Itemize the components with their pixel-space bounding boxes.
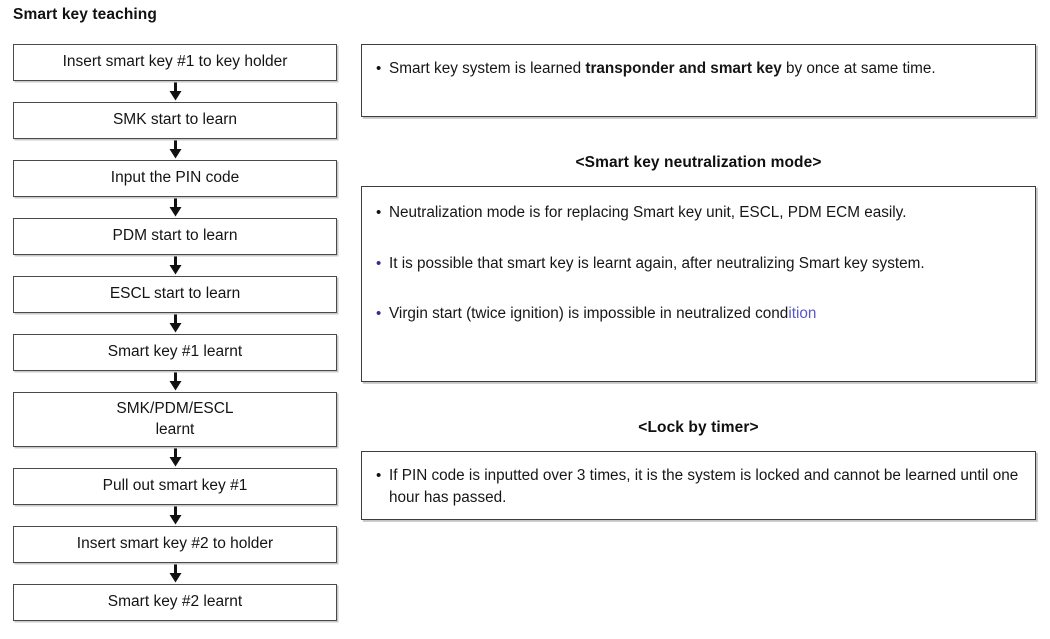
text-segment-before-bold: Smart key system is learned (389, 60, 586, 77)
down-arrow-icon (13, 81, 337, 102)
flow-box-smk-start-to-learn: SMK start to learn (13, 102, 337, 139)
down-arrow-icon (13, 139, 337, 160)
note-box-neutralization-mode: • Neutralization mode is for replacing S… (361, 186, 1036, 382)
bullet-dot-icon: • (376, 204, 382, 221)
flow-step: SMK start to learn (13, 102, 337, 139)
bullet-dot-icon: • (376, 467, 382, 484)
flow-box-insert-smart-key-1: Insert smart key #1 to key holder (13, 44, 337, 81)
text-segment-after-bold: by once at same time. (781, 60, 936, 77)
bullet-item: • Virgin start (twice ignition) is impos… (376, 303, 1019, 325)
flow-step: PDM start to learn (13, 218, 337, 255)
flow-step: Insert smart key #1 to key holder (13, 44, 337, 81)
flow-box-smart-key-1-learnt: Smart key #1 learnt (13, 334, 337, 371)
text-segment-accent: ition (788, 305, 817, 323)
flow-step: Input the PIN code (13, 160, 337, 197)
bullet-item: • If PIN code is inputted over 3 times, … (376, 465, 1019, 508)
section-heading-lock-by-timer: <Lock by timer> (638, 419, 759, 436)
flow-step: Insert smart key #2 to holder (13, 526, 337, 563)
notes-column: • Smart key system is learned transponde… (361, 44, 1036, 520)
bullet-dot-icon: • (376, 60, 382, 77)
flow-box-input-the-pin-code: Input the PIN code (13, 160, 337, 197)
flow-step: SMK/PDM/ESCL learnt (13, 392, 337, 447)
down-arrow-icon (13, 563, 337, 584)
flow-box-escl-start-to-learn: ESCL start to learn (13, 276, 337, 313)
text-segment-bold: transponder and smart key (585, 60, 782, 77)
flow-step: Smart key #2 learnt (13, 584, 337, 621)
down-arrow-icon (13, 255, 337, 276)
flow-step: Pull out smart key #1 (13, 468, 337, 505)
down-arrow-icon (13, 313, 337, 334)
flow-box-smk-pdm-escl-learnt: SMK/PDM/ESCL learnt (13, 392, 337, 447)
note-box-lock-by-timer: • If PIN code is inputted over 3 times, … (361, 451, 1036, 520)
bullet-item: • Smart key system is learned transponde… (376, 58, 1019, 80)
flow-step: ESCL start to learn (13, 276, 337, 313)
flow-box-smart-key-2-learnt: Smart key #2 learnt (13, 584, 337, 621)
bullet-text: Virgin start (twice ignition) is impossi… (389, 303, 1019, 325)
text-segment-main: Virgin start (twice ignition) is impossi… (389, 305, 789, 323)
flow-box-line-2: learnt (155, 420, 195, 438)
bullet-text: Neutralization mode is for replacing Sma… (389, 204, 907, 221)
bullet-text: Smart key system is learned transponder … (389, 58, 1019, 80)
flow-step: Smart key #1 learnt (13, 334, 337, 371)
flow-box-insert-smart-key-2: Insert smart key #2 to holder (13, 526, 337, 563)
flow-box-line-1: SMK/PDM/ESCL (116, 400, 234, 418)
bullet-item: • It is possible that smart key is learn… (376, 253, 1019, 275)
down-arrow-icon (13, 505, 337, 526)
down-arrow-icon (13, 371, 337, 392)
note-box-smart-key-system: • Smart key system is learned transponde… (361, 44, 1036, 117)
bullet-text: If PIN code is inputted over 3 times, it… (389, 467, 1019, 506)
bullet-item: • Neutralization mode is for replacing S… (376, 202, 1019, 224)
bullet-dot-icon: • (376, 305, 382, 323)
bullet-dot-icon: • (376, 254, 382, 272)
down-arrow-icon (13, 447, 337, 468)
flow-box-pull-out-smart-key-1: Pull out smart key #1 (13, 468, 337, 505)
flow-box-pdm-start-to-learn: PDM start to learn (13, 218, 337, 255)
down-arrow-icon (13, 197, 337, 218)
page-title: Smart key teaching (13, 6, 157, 23)
section-heading-neutralization: <Smart key neutralization mode> (575, 154, 822, 171)
bullet-text: It is possible that smart key is learnt … (389, 254, 925, 272)
smart-key-teaching-flowchart: Insert smart key #1 to key holder SMK st… (13, 44, 337, 621)
